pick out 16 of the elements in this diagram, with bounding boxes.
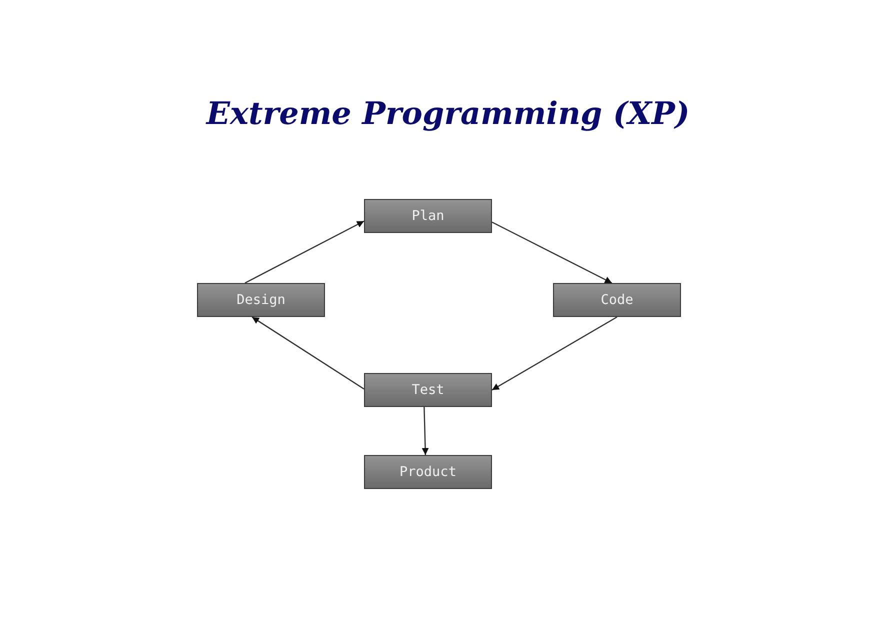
node-label: Code [600, 292, 634, 308]
node-label: Plan [412, 208, 444, 224]
arrow [244, 220, 364, 284]
node-label: Product [400, 464, 456, 480]
process-box [364, 455, 492, 489]
process-box [364, 199, 492, 233]
node-label: Design [236, 292, 286, 308]
arrow [492, 316, 618, 391]
diagram-title: Extreme Programming (XP) [206, 96, 690, 132]
arrow [422, 406, 429, 456]
arrow [492, 222, 612, 284]
process-box [364, 373, 492, 407]
node-label: Test [412, 382, 444, 398]
process-box [197, 283, 325, 317]
arrow [252, 316, 364, 390]
process-box [553, 283, 681, 317]
